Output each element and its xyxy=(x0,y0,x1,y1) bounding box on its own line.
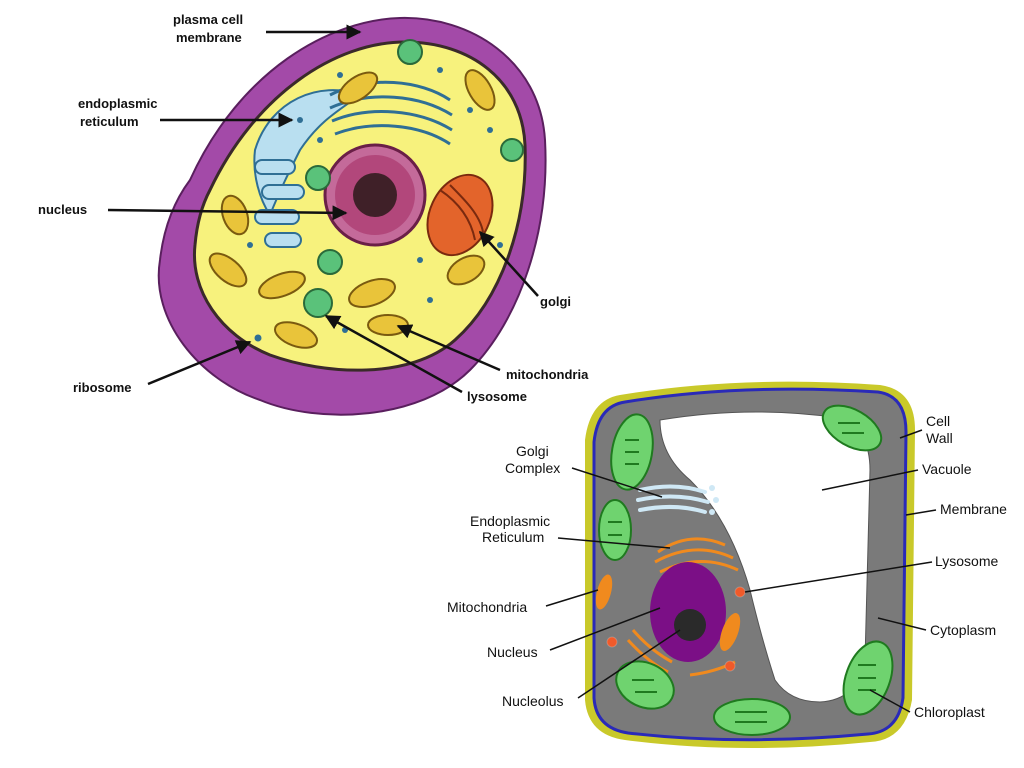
plant-golgi xyxy=(636,484,710,514)
animal-golgi xyxy=(426,173,494,257)
arrow-mitochondria xyxy=(396,324,501,372)
label-mitochondria: mitochondria xyxy=(506,367,589,382)
animal-cell xyxy=(157,16,547,416)
arrow-nucleolus xyxy=(577,629,681,699)
arrow-cell-wall xyxy=(899,429,923,439)
label-er-plant-2: Reticulum xyxy=(482,529,544,545)
label-nucleus-plant: Nucleus xyxy=(487,644,538,660)
arrow-vacuole xyxy=(821,469,919,491)
animal-labels: plasma cell membrane endoplasmic reticul… xyxy=(38,12,589,404)
arrow-golgi xyxy=(478,230,539,297)
label-lysosome-plant: Lysosome xyxy=(935,553,999,569)
label-golgi-2: Complex xyxy=(505,460,560,476)
plant-cell xyxy=(585,381,915,749)
arrow-membrane xyxy=(905,509,937,516)
label-plasma-membrane-2: membrane xyxy=(176,30,242,45)
label-golgi: golgi xyxy=(540,294,571,309)
label-er-2: reticulum xyxy=(80,114,139,129)
label-nucleus: nucleus xyxy=(38,202,87,217)
arrow-nucleus-plant xyxy=(549,607,661,651)
arrow-mitochondria-plant xyxy=(545,589,599,607)
arrow-cytoplasm xyxy=(877,617,927,631)
animal-nucleolus xyxy=(353,173,397,217)
arrow-nucleus xyxy=(107,205,348,221)
label-chloroplast: Chloroplast xyxy=(914,704,985,720)
animal-mitochondria xyxy=(208,69,496,349)
animal-lysosomes xyxy=(303,39,524,318)
plant-nucleolus xyxy=(674,609,706,641)
arrow-lysosome-plant xyxy=(744,561,933,593)
label-membrane: Membrane xyxy=(940,501,1007,517)
label-er-plant-1: Endoplasmic xyxy=(470,513,550,529)
label-cytoplasm: Cytoplasm xyxy=(930,622,996,638)
label-plasma-membrane-1: plasma cell xyxy=(173,12,243,27)
arrow-lysosome xyxy=(324,314,463,394)
arrow-chloroplast xyxy=(869,689,911,713)
arrow-ribosome xyxy=(147,340,252,386)
label-cell-wall-2: Wall xyxy=(926,430,953,446)
label-ribosome: ribosome xyxy=(73,380,132,395)
label-lysosome: lysosome xyxy=(467,389,527,404)
label-er-1: endoplasmic xyxy=(78,96,157,111)
arrow-er-plant xyxy=(557,537,671,549)
plant-mitochondria xyxy=(595,574,741,651)
label-vacuole: Vacuole xyxy=(922,461,972,477)
arrow-golgi-plant xyxy=(571,467,663,498)
label-golgi-1: Golgi xyxy=(516,443,549,459)
label-cell-wall-1: Cell xyxy=(926,413,950,429)
label-mitochondria-plant: Mitochondria xyxy=(447,599,527,615)
label-nucleolus: Nucleolus xyxy=(502,693,563,709)
plant-labels: Cell Wall Vacuole Membrane Lysosome Cyto… xyxy=(447,413,1007,720)
